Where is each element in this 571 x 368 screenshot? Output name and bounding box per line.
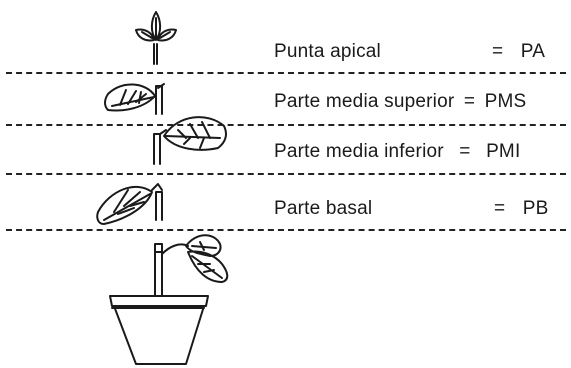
code-basal: = PB <box>494 198 549 220</box>
label-basal: Parte basal <box>274 198 372 220</box>
equals-sign: = <box>459 141 471 162</box>
equals-sign: = <box>463 91 476 112</box>
segment-code: PB <box>522 198 549 219</box>
segment-code: PMS <box>484 91 527 112</box>
segment-name: Parte media inferior <box>274 141 444 162</box>
separator-line <box>6 229 566 231</box>
segment-name: Parte media superior <box>274 91 455 112</box>
label-lower-middle: Parte media inferior = PMI <box>274 141 520 163</box>
segment-code: PA <box>520 41 546 62</box>
equals-sign: = <box>492 41 504 62</box>
label-upper-middle: Parte media superior = PMS <box>274 91 526 113</box>
segment-name: Parte basal <box>274 198 373 219</box>
cutting-lower-icon <box>153 116 227 165</box>
segment-code: PMI <box>486 141 521 162</box>
label-apical: Punta apical <box>274 41 381 63</box>
potted-plant-icon <box>109 234 229 365</box>
separator-line <box>6 124 566 126</box>
cutting-basal-icon <box>96 183 163 225</box>
separator-line <box>6 72 566 74</box>
segment-name: Punta apical <box>274 41 381 62</box>
cutting-upper-icon <box>104 83 165 115</box>
separator-line <box>6 173 566 175</box>
plant-tip-icon <box>135 11 177 65</box>
code-apical: = PA <box>492 41 545 63</box>
equals-sign: = <box>494 198 506 219</box>
